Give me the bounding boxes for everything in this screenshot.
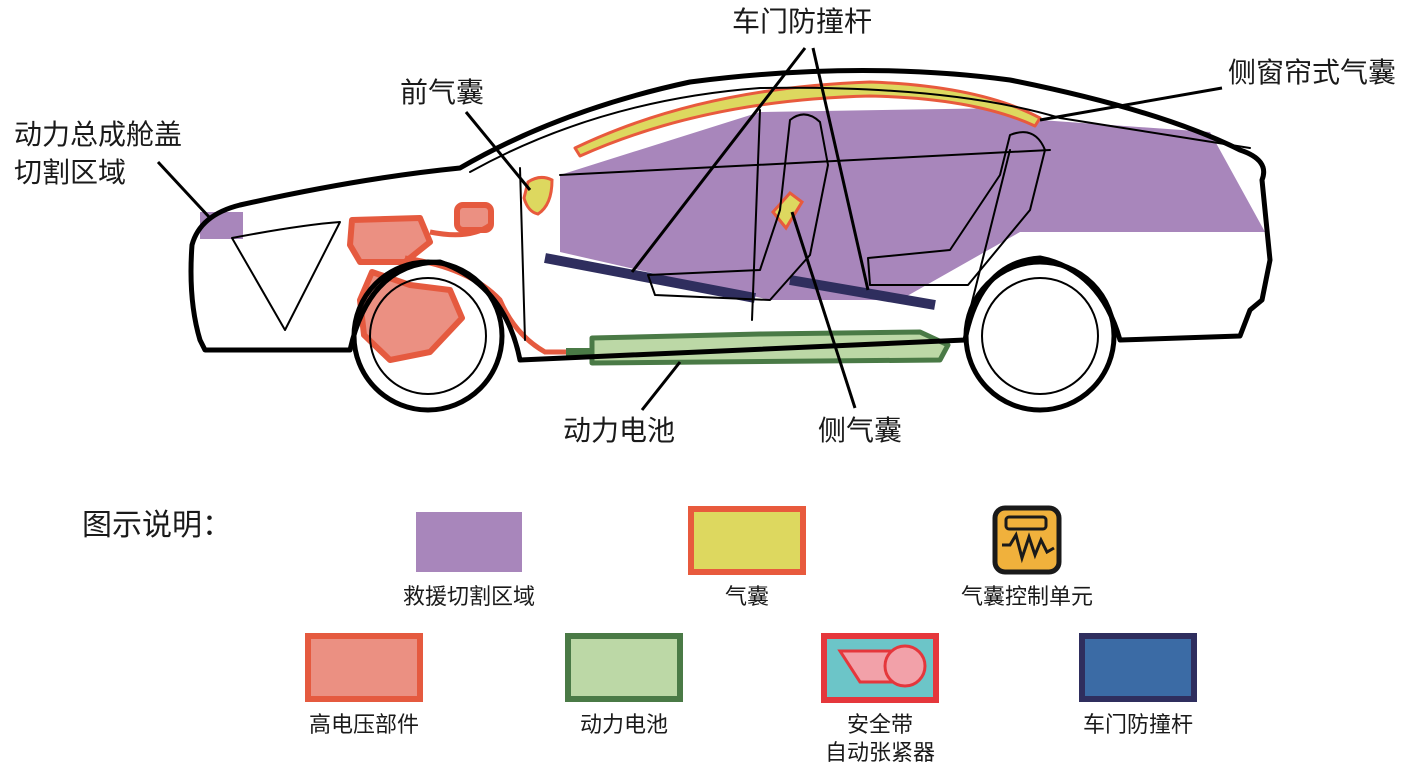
rescue-cut-region-cabin [560, 108, 1265, 300]
legend-item-rescue-cut: 救援切割区域 [402, 585, 535, 610]
callout-battery: 动力电池 [563, 414, 676, 447]
curtain-airbag [573, 80, 1042, 158]
front-airbag [522, 175, 554, 216]
front-wheel [351, 259, 505, 413]
legend-swatch-airbag [688, 506, 806, 575]
airbag-control-unit-icon [992, 505, 1062, 575]
legend-swatch-battery [565, 633, 683, 702]
legend-title: 图示说明： [82, 508, 232, 543]
callout-front-airbag: 前气囊 [400, 76, 485, 109]
roof-line [469, 86, 1251, 173]
legend-item-high-voltage: 高电压部件 [308, 713, 419, 738]
leader-battery [640, 361, 682, 411]
legend-item-airbag: 气囊 [724, 585, 769, 610]
leader-front-airbag [464, 111, 532, 191]
seat-front [647, 113, 829, 301]
legend-item-airbag-ecu: 气囊控制单元 [960, 585, 1093, 610]
leader-curtain-airbag [1039, 86, 1223, 122]
battery-connector [566, 348, 594, 358]
legend-item-battery: 动力电池 [579, 713, 668, 738]
legend-swatch-high-voltage [305, 633, 423, 702]
leader-door-beam-a [630, 47, 807, 273]
high-voltage-components [347, 202, 494, 363]
leader-door-beam-b [811, 47, 870, 291]
callout-side-airbag: 侧气囊 [818, 414, 903, 447]
legend-item-door-beam: 车门防撞杆 [1082, 713, 1193, 738]
callout-curtain-airbag: 侧窗帘式气囊 [1228, 56, 1397, 89]
side-airbag [771, 190, 804, 231]
legend-swatch-rescue-cut [416, 512, 522, 572]
legend-item-pretensioner: 安全带 自动张紧器 [824, 713, 935, 766]
legend-swatch-door-beam [1079, 633, 1197, 702]
seat-rear [867, 131, 1046, 286]
headlight [231, 221, 341, 331]
seatbelt-pretensioner-icon [821, 633, 939, 703]
leader-side-airbag [790, 211, 857, 409]
leader-engine-cover [156, 160, 212, 220]
high-voltage-cable [404, 222, 590, 355]
door-line [519, 109, 1051, 341]
callout-engine-cover: 动力总成舱盖 切割区域 [14, 118, 183, 189]
callout-door-beam: 车门防撞杆 [732, 5, 873, 38]
rear-wheel [963, 259, 1117, 413]
